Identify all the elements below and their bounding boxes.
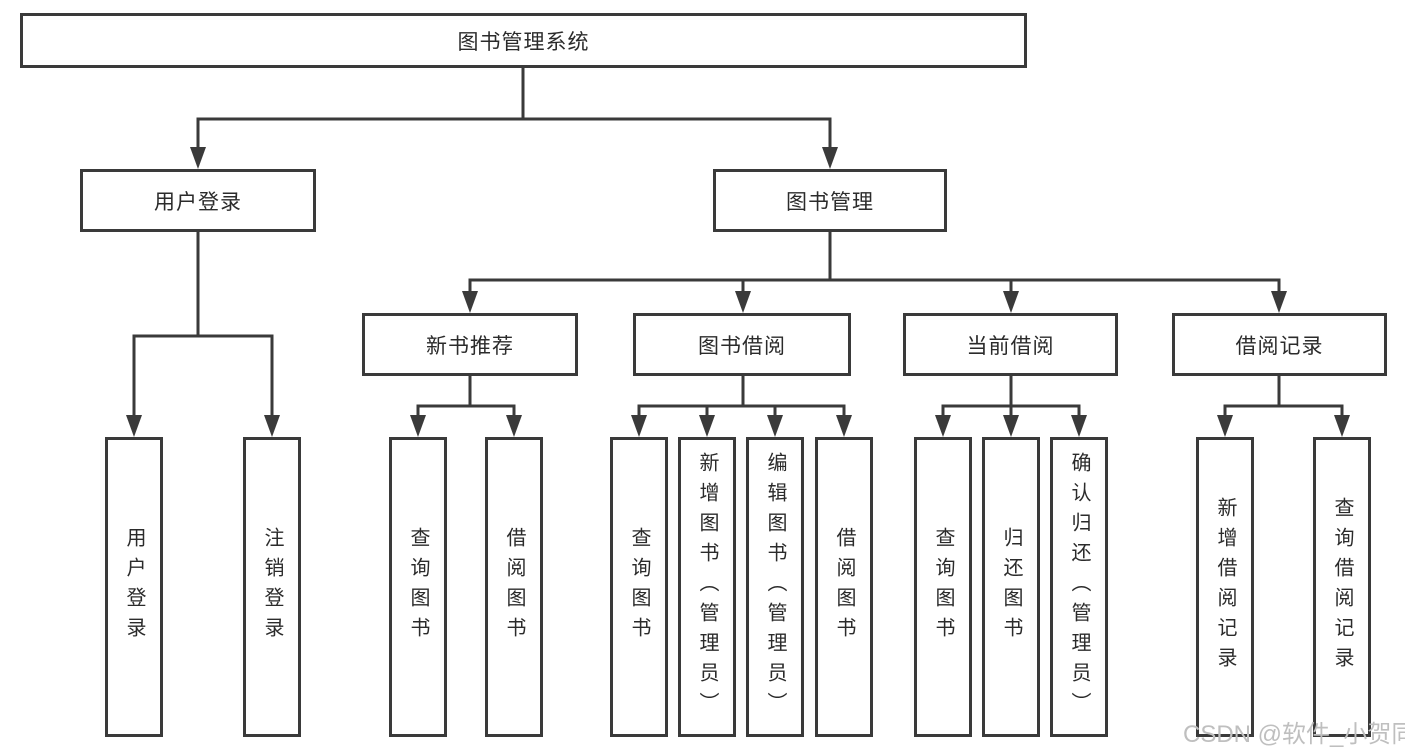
node-book-borrowing: 图书借阅	[633, 313, 851, 376]
leaf-user-login-label: 用户登录	[123, 527, 145, 647]
leaf-borrow-books: 借阅图书	[815, 437, 873, 737]
leaf-add-book-admin-label: 新增图书（管理员）	[696, 452, 718, 722]
leaf-add-book-admin: 新增图书（管理员）	[678, 437, 736, 737]
leaf-return-books: 归还图书	[982, 437, 1040, 737]
leaf-query-books-borrowing-label: 查询图书	[628, 527, 650, 647]
node-book-management: 图书管理	[713, 169, 947, 232]
node-borrowing-records: 借阅记录	[1172, 313, 1387, 376]
leaf-confirm-return-admin-label: 确认归还（管理员）	[1068, 452, 1090, 722]
leaf-query-borrow-record-label: 查询借阅记录	[1331, 497, 1353, 677]
node-current-borrowing: 当前借阅	[903, 313, 1118, 376]
node-library-management-system: 图书管理系统	[20, 13, 1027, 68]
leaf-query-books-current-label: 查询图书	[932, 527, 954, 647]
leaf-confirm-return-admin: 确认归还（管理员）	[1050, 437, 1108, 737]
leaf-edit-book-admin: 编辑图书（管理员）	[746, 437, 804, 737]
node-new-book-recommendation: 新书推荐	[362, 313, 578, 376]
csdn-watermark: CSDN @软件_小贺同学	[1183, 721, 1405, 747]
leaf-query-borrow-record: 查询借阅记录	[1313, 437, 1371, 737]
leaf-query-books-recommend: 查询图书	[389, 437, 447, 737]
leaf-edit-book-admin-label: 编辑图书（管理员）	[764, 452, 786, 722]
leaf-logout-label: 注销登录	[261, 527, 283, 647]
leaf-logout: 注销登录	[243, 437, 301, 737]
leaf-borrow-books-recommend: 借阅图书	[485, 437, 543, 737]
node-user-login: 用户登录	[80, 169, 316, 232]
leaf-borrow-books-label: 借阅图书	[833, 527, 855, 647]
leaf-query-books-current: 查询图书	[914, 437, 972, 737]
leaf-query-books-borrowing: 查询图书	[610, 437, 668, 737]
leaf-add-borrow-record: 新增借阅记录	[1196, 437, 1254, 737]
leaf-user-login: 用户登录	[105, 437, 163, 737]
leaf-query-books-recommend-label: 查询图书	[407, 527, 429, 647]
leaf-return-books-label: 归还图书	[1000, 527, 1022, 647]
leaf-borrow-books-recommend-label: 借阅图书	[503, 527, 525, 647]
leaf-add-borrow-record-label: 新增借阅记录	[1214, 497, 1236, 677]
